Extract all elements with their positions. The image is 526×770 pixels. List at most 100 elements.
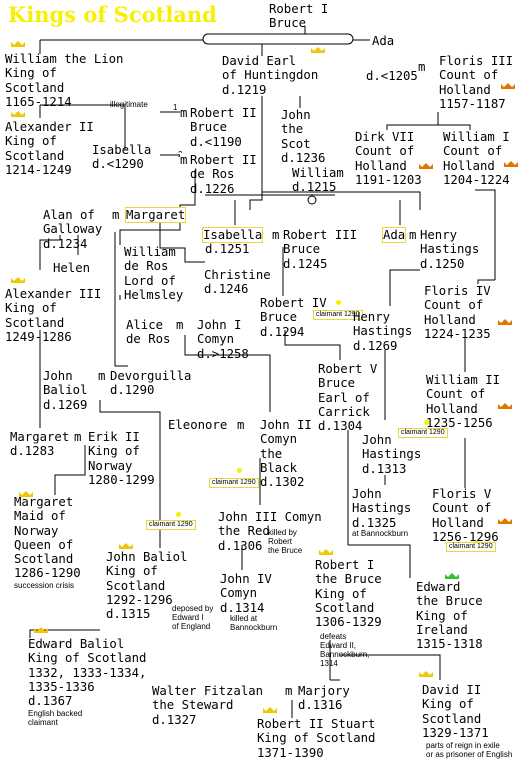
- person-alan-of-galloway: Alan of Galloway d.1234: [43, 208, 103, 251]
- person-margaret: Margaret: [124, 206, 187, 224]
- claimant-badge: claimant 1290: [398, 428, 448, 438]
- person-henry-hastings: Henry Hastings d.1250: [420, 228, 480, 271]
- person-robert-ii-stuart: Robert II Stuart King of Scotland 1371-1…: [257, 717, 376, 760]
- person-robert-ii-de-ros: Robert II de Ros d.1226: [190, 153, 257, 196]
- person-john-hastings-1325: John Hastings d.1325: [352, 487, 412, 530]
- marriage-symbol: m: [74, 430, 82, 444]
- person-ada-date: d.<1205: [366, 69, 418, 83]
- note-illegitimate: illegitimate: [110, 100, 148, 109]
- note-at-bannockburn: at Bannockburn: [352, 529, 409, 538]
- person-christine: Christine d.1246: [204, 268, 271, 297]
- marriage-symbol: m: [418, 60, 426, 74]
- page-title: Kings of Scotland: [8, 2, 217, 27]
- person-john-iii-comyn: John III Comyn the Red d.1306: [218, 510, 322, 553]
- marriage-symbol: m: [112, 208, 120, 222]
- person-floris-v: Floris V Count of Holland 1256-1296: [432, 487, 499, 544]
- person-floris-iv: Floris IV Count of Holland 1224-1235: [424, 284, 491, 341]
- crown-icon: [504, 161, 518, 167]
- crown-icon: [445, 573, 459, 579]
- star-icon: [237, 468, 242, 473]
- person-robert-i-the-bruce: Robert I the Bruce King of Scotland 1306…: [315, 558, 382, 630]
- person-david-earl-huntingdon: David Earl of Huntingdon d.1219: [222, 54, 319, 97]
- note-english-claimant: English backed claimant: [28, 709, 83, 727]
- claimant-badge: claimant 1290: [446, 542, 496, 552]
- crown-icon: [34, 627, 48, 633]
- crown-icon: [11, 277, 25, 283]
- note-succession-crisis: succession crisis: [14, 581, 75, 590]
- crown-icon: [419, 671, 433, 677]
- marriage-symbol: m: [237, 418, 245, 432]
- person-ada: Ada: [372, 34, 395, 48]
- person-marjory: Marjory d.1316: [298, 684, 350, 713]
- person-henry-hastings-2: Henry Hastings d.1269: [353, 310, 413, 353]
- person-edward-the-bruce: Edward the Bruce King of Ireland 1315-13…: [416, 580, 483, 652]
- person-margaret-1283: Margaret d.1283: [10, 430, 70, 459]
- person-isabella-1251-date: d.1251: [205, 242, 250, 256]
- person-john-iv-comyn: John IV Comyn d.1314: [220, 572, 272, 615]
- person-robert-i-bruce: Robert I Bruce: [269, 2, 329, 31]
- crown-icon: [501, 83, 515, 89]
- claimant-badge: claimant 1290: [146, 520, 196, 530]
- star-icon: [336, 300, 341, 305]
- marriage-symbol: m: [285, 684, 293, 698]
- crown-icon: [119, 543, 133, 549]
- marriage-symbol: m: [180, 106, 188, 120]
- person-william: William d.1215: [292, 166, 344, 195]
- note-deposed: deposed by Edward I of England: [172, 604, 214, 631]
- person-john-hastings-1313: John Hastings d.1313: [362, 433, 422, 476]
- person-walter-fitzalan: Walter Fitzalan the Steward d.1327: [152, 684, 264, 727]
- person-robert-iii-bruce: Robert III Bruce d.1245: [283, 228, 358, 271]
- person-eleonore: Eleonore: [168, 418, 228, 432]
- star-icon: [176, 512, 181, 517]
- crown-icon: [419, 163, 433, 169]
- person-margaret-maid-of-norway: Margaret Maid of Norway Queen of Scotlan…: [14, 495, 81, 581]
- person-john-the-scot: John the Scot d.1236: [281, 108, 326, 165]
- star-icon: [424, 420, 429, 425]
- gen-number: 1: [173, 103, 178, 112]
- person-william-ii-holland: William II Count of Holland 1235-1256: [426, 373, 501, 430]
- person-john-i-comyn: John I Comyn d.>1258: [197, 318, 249, 361]
- person-robert-iv-bruce: Robert IV Bruce d.1294: [260, 296, 327, 339]
- crown-icon: [263, 707, 277, 713]
- marriage-symbol: m: [272, 228, 280, 242]
- person-devorguilla: Devorguilla d.1290: [110, 369, 192, 398]
- crown-icon: [498, 319, 512, 325]
- person-john-baliol-king: John Baliol King of Scotland 1292-1296 d…: [106, 550, 188, 622]
- person-isabella-1251: Isabella: [201, 226, 264, 244]
- crown-icon: [498, 518, 512, 524]
- person-robert-v-bruce: Robert V Bruce Earl of Carrick d.1304: [318, 362, 378, 434]
- note-defeats-edward: defeats Edward II, Bannockburn, 1314: [320, 632, 370, 668]
- note-killed-bannockburn: killed at Bannockburn: [230, 614, 278, 632]
- person-floris-iii: Floris III Count of Holland 1157-1187: [439, 54, 514, 111]
- person-isabella: Isabella d.<1290: [92, 143, 152, 172]
- person-john-ii-comyn: John II Comyn the Black d.1302: [260, 418, 312, 490]
- marriage-symbol: m: [409, 228, 417, 242]
- person-edward-baliol: Edward Baliol King of Scotland 1332, 133…: [28, 637, 147, 709]
- marriage-symbol: m: [176, 318, 184, 332]
- person-alice-de-ros: Alice de Ros: [126, 318, 171, 347]
- note-exile: parts of reign in exile or as prisoner o…: [426, 741, 513, 759]
- person-william-i-holland: William I Count of Holland 1204-1224: [443, 130, 510, 187]
- person-helen: Helen: [53, 261, 91, 275]
- note-killed-by-bruce: killed by Robert the Bruce: [268, 528, 303, 555]
- person-alexander-ii: Alexander II King of Scotland 1214-1249: [5, 120, 94, 177]
- crown-icon: [11, 111, 25, 117]
- person-john-baliol: John Baliol d.1269: [43, 369, 88, 412]
- marriage-symbol: m: [98, 369, 106, 383]
- crown-icon: [11, 41, 25, 47]
- person-robert-ii-bruce: Robert II Bruce d.<1190: [190, 106, 257, 149]
- person-ada-mid: Ada: [381, 226, 407, 244]
- person-william-the-lion: William the Lion King of Scotland 1165-1…: [5, 52, 124, 109]
- crown-icon: [498, 403, 512, 409]
- claimant-badge: claimant 1290: [313, 310, 363, 320]
- crown-icon: [311, 47, 325, 53]
- person-david-ii: David II King of Scotland 1329-1371: [422, 683, 489, 740]
- person-dirk-vii: Dirk VII Count of Holland 1191-1203: [355, 130, 422, 187]
- person-william-de-ros: William de Ros Lord of Helmsley: [124, 245, 184, 302]
- crown-icon: [319, 549, 333, 555]
- person-alexander-iii: Alexander III King of Scotland 1249-1286: [5, 287, 102, 344]
- marriage-symbol: m: [180, 153, 188, 167]
- person-erik-ii: Erik II King of Norway 1280-1299: [88, 430, 155, 487]
